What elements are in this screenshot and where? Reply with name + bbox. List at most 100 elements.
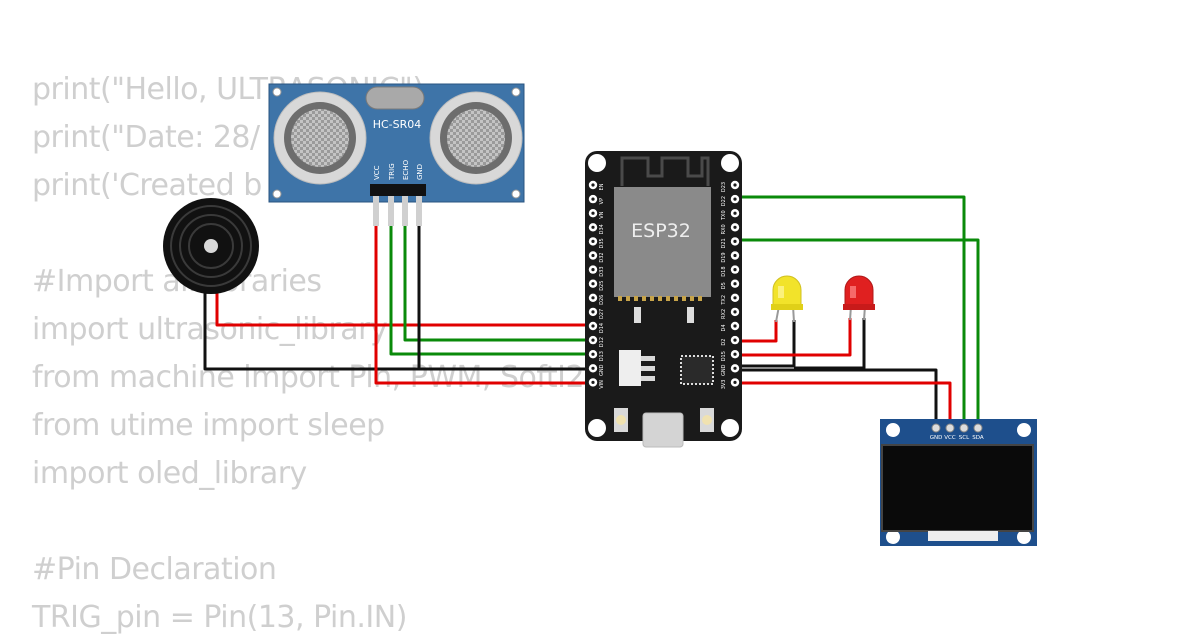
code-line: TRIG_pin = Pin(13, Pin.IN) [32, 600, 407, 635]
sensor-pin-label: ECHO [402, 159, 410, 180]
led-red[interactable] [843, 275, 875, 321]
esp32-right-pin-column: D23D22TX0RX0D21D19D18D5TX2RX2D4D2D15GND3… [721, 180, 740, 390]
code-line: print("Date: 28/ [32, 120, 260, 155]
esp32-pin-hole [733, 324, 737, 328]
sensor-pin-label: TRIG [388, 163, 396, 181]
module-castellations [618, 296, 702, 301]
esp32-pin-hole [591, 324, 595, 328]
esp32-pin-label: D35 [599, 238, 605, 248]
led-yellow-anode-wire[interactable] [737, 320, 778, 343]
esp32-pin-label: D21 [721, 238, 727, 248]
transducer-left [273, 91, 367, 185]
board-label: ESP32 [631, 220, 691, 242]
esp32-pin-hole [591, 253, 595, 258]
buzzer-black-wire[interactable] [203, 292, 593, 371]
oled-pin-label: GND [930, 435, 943, 441]
esp32-pin-label: 3V3 [721, 380, 727, 390]
esp32-left-pin-column: ENVPVND34D35D32D33D25D26D27D14D12D13GNDV… [588, 180, 605, 389]
voltage-regulator [619, 350, 655, 386]
esp32-pin-label: D25 [599, 281, 605, 291]
oled-pin[interactable] [931, 423, 941, 433]
esp32-pin-label: D15 [721, 351, 727, 361]
oled-sda-wire[interactable] [737, 238, 980, 428]
esp32-pin-hole [733, 268, 737, 272]
esp32-pin-label: D18 [721, 266, 727, 276]
esp32-pin-hole [733, 282, 737, 286]
esp32-pin-hole [591, 366, 595, 370]
sensor-pin-label: VCC [373, 165, 381, 180]
esp32-pin-hole [591, 352, 595, 356]
esp32-pin-hole [733, 225, 737, 229]
esp32-pin-hole [591, 225, 595, 229]
esp32-pin-hole [591, 239, 595, 243]
esp32-pin-hole [733, 338, 737, 342]
sensor-pin-label: GND [416, 164, 424, 180]
oled-pin[interactable] [945, 423, 955, 433]
esp32-pin-label: EN [599, 183, 605, 190]
esp32-pin-label: VN [599, 211, 605, 218]
esp32-pin-label: D5 [721, 282, 727, 289]
esp32-pin-label: GND [721, 364, 727, 376]
esp32-pin-hole [591, 268, 595, 272]
oled-pin-label: VCC [944, 435, 956, 441]
esp32-pin-label: VIN [599, 380, 605, 389]
esp32-pin-hole [591, 197, 595, 201]
esp32-pin-hole [733, 380, 737, 384]
code-line: print('Created b [32, 168, 262, 203]
esp32-pin-hole [591, 338, 595, 342]
sensor-trig-wire[interactable] [389, 226, 593, 356]
oled-screen [881, 444, 1034, 532]
ultrasonic-sensor[interactable]: HC-SR04 VCC TRIG ECHO GND [268, 83, 525, 226]
esp32-pin-hole [733, 352, 737, 356]
esp32-pin-hole [733, 296, 737, 300]
esp32-pin-hole [591, 310, 595, 314]
sensor-vcc-wire[interactable] [374, 226, 593, 385]
esp32-pin-label: TX0 [721, 210, 727, 221]
antenna-trace [620, 156, 710, 186]
oled-pin[interactable] [973, 423, 983, 433]
esp32-pin-label: D23 [721, 182, 727, 192]
esp32-pin-label: D19 [721, 252, 727, 262]
esp32-pin-hole [733, 197, 737, 201]
buzzer-red-wire[interactable] [215, 292, 593, 327]
led-yellow-cathode-wire[interactable] [737, 320, 796, 368]
sensor-pin[interactable] [402, 196, 408, 226]
sensor-pin[interactable] [416, 196, 422, 226]
led-yellow[interactable] [771, 275, 803, 323]
esp32-pin-hole [733, 366, 737, 370]
oled-scl-wire[interactable] [737, 195, 966, 428]
oled-vcc-wire[interactable] [737, 381, 952, 428]
esp32-pin-label: D33 [599, 266, 605, 276]
esp32-pin-label: RX2 [721, 309, 727, 319]
sensor-pin[interactable] [388, 196, 394, 226]
wire-group [203, 195, 980, 428]
usb-port[interactable] [642, 412, 684, 448]
esp32-pin-hole [591, 183, 595, 187]
esp32-pin-hole [591, 380, 595, 384]
oled-gnd-wire[interactable] [737, 368, 938, 428]
buzzer[interactable] [163, 198, 259, 294]
esp32-pin-label: D22 [721, 196, 727, 206]
boot-button[interactable] [700, 408, 714, 432]
esp32-pin-label: D27 [599, 309, 605, 319]
esp32-pin-label: D14 [599, 323, 605, 333]
sensor-echo-wire[interactable] [403, 226, 593, 342]
esp32-pin-hole [733, 310, 737, 314]
oled-pin[interactable] [959, 423, 969, 433]
code-line: import oled_library [32, 456, 307, 491]
en-button[interactable] [614, 408, 628, 432]
sensor-pin[interactable] [373, 196, 379, 226]
esp32-pin-hole [591, 296, 595, 300]
esp32-pin-label: RX0 [721, 224, 727, 234]
esp32-pin-label: D13 [599, 351, 605, 361]
esp32-pin-label: D32 [599, 252, 605, 262]
esp32-pin-label: D26 [599, 295, 605, 305]
led-red-cathode-wire[interactable] [794, 318, 866, 370]
transducer-right [429, 91, 523, 185]
esp32-pin-hole [733, 253, 737, 258]
led-red-anode-wire[interactable] [737, 318, 852, 357]
sensor-model-label: HC-SR04 [373, 118, 422, 131]
